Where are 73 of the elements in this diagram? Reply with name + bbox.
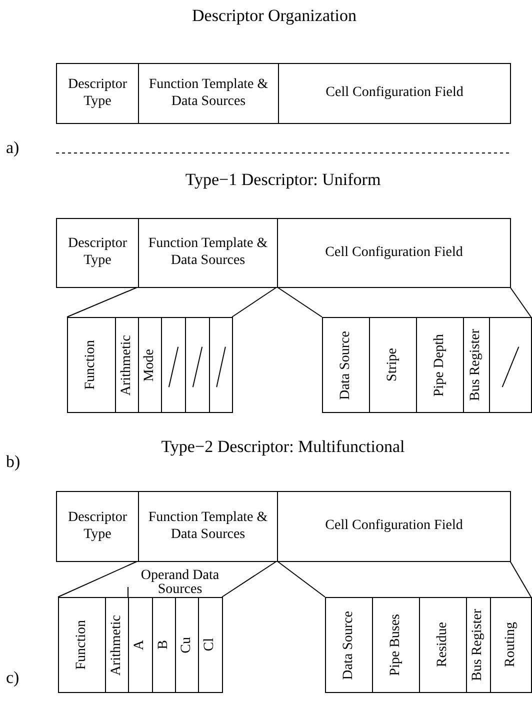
field-cell [372, 597, 420, 693]
field-label: Cell Configuration Field [326, 85, 464, 102]
field-cell [463, 317, 490, 413]
field-label: Routing [502, 622, 519, 668]
field-label: Arithmetic [118, 334, 135, 396]
panel-letter: c) [6, 668, 20, 688]
field-cell [416, 317, 464, 413]
unused-field-cell [185, 317, 210, 413]
panel-letter: b) [6, 452, 20, 472]
field-label: Bus Register [468, 329, 484, 401]
field-cell [67, 317, 116, 413]
expansion-line [276, 286, 322, 318]
field-label: Function [83, 340, 100, 390]
section-title: Type−2 Descriptor: Multifunctional [161, 437, 405, 457]
field-label: Descriptor Type [66, 510, 128, 544]
field-cell [56, 63, 139, 124]
field-cell [325, 597, 373, 693]
field-cell [198, 597, 223, 693]
expansion-line [58, 560, 138, 598]
field-cell [56, 491, 139, 562]
unused-field-cell [489, 317, 532, 413]
field-cell [419, 597, 467, 693]
unused-field-cell [161, 317, 186, 413]
field-cell [322, 317, 370, 413]
group-heading: Operand Data Sources [140, 569, 220, 597]
field-label: Residue [434, 622, 451, 668]
field-label: Bus Register [470, 609, 486, 681]
field-cell [490, 597, 532, 693]
field-label: Mode [142, 348, 158, 382]
field-cell [175, 597, 199, 693]
field-label: Function Template & Data Sources [147, 510, 269, 544]
field-cell [369, 317, 417, 413]
field-label: Descriptor Type [66, 76, 128, 110]
field-label: Pipe Buses [388, 614, 404, 676]
field-label: Stripe [384, 348, 401, 382]
section-title: Type−1 Descriptor: Uniform [185, 170, 381, 190]
field-label: Cell Configuration Field [325, 518, 463, 535]
expansion-line [510, 286, 532, 318]
field-cell [58, 597, 106, 693]
field-cell [277, 218, 511, 288]
field-label: Cu [178, 636, 195, 654]
field-cell [115, 317, 139, 413]
field-label: Function Template & Data Sources [147, 236, 269, 270]
field-label: Data Source [340, 610, 357, 680]
field-label: Descriptor Type [66, 236, 128, 270]
field-cell [278, 63, 511, 124]
field-cell [56, 218, 139, 288]
field-label: Cell Configuration Field [325, 244, 463, 262]
expansion-line [222, 560, 278, 598]
field-label: Pipe Depth [432, 334, 448, 396]
expansion-line [66, 286, 138, 318]
field-cell [105, 597, 129, 693]
expansion-line [232, 286, 278, 318]
field-label: Arithmetic [108, 614, 125, 676]
unused-field-cell [209, 317, 233, 413]
field-cell [466, 597, 491, 693]
expansion-line [276, 560, 326, 598]
field-label: Data Source [338, 330, 354, 400]
field-cell [138, 218, 278, 288]
field-cell [152, 597, 176, 693]
field-cell [138, 317, 162, 413]
field-label: B [156, 640, 172, 650]
field-label: A [132, 640, 148, 650]
diagram-title: Descriptor Organization [192, 6, 356, 26]
field-cell [138, 491, 278, 562]
field-cell [138, 63, 279, 124]
field-label: Function Template & Data Sources [148, 76, 270, 110]
field-cell [128, 597, 153, 693]
field-label: Function [74, 620, 90, 670]
field-cell [277, 491, 511, 562]
expansion-line [510, 560, 532, 598]
panel-letter: a) [6, 138, 20, 158]
field-label: Cl [202, 638, 218, 652]
